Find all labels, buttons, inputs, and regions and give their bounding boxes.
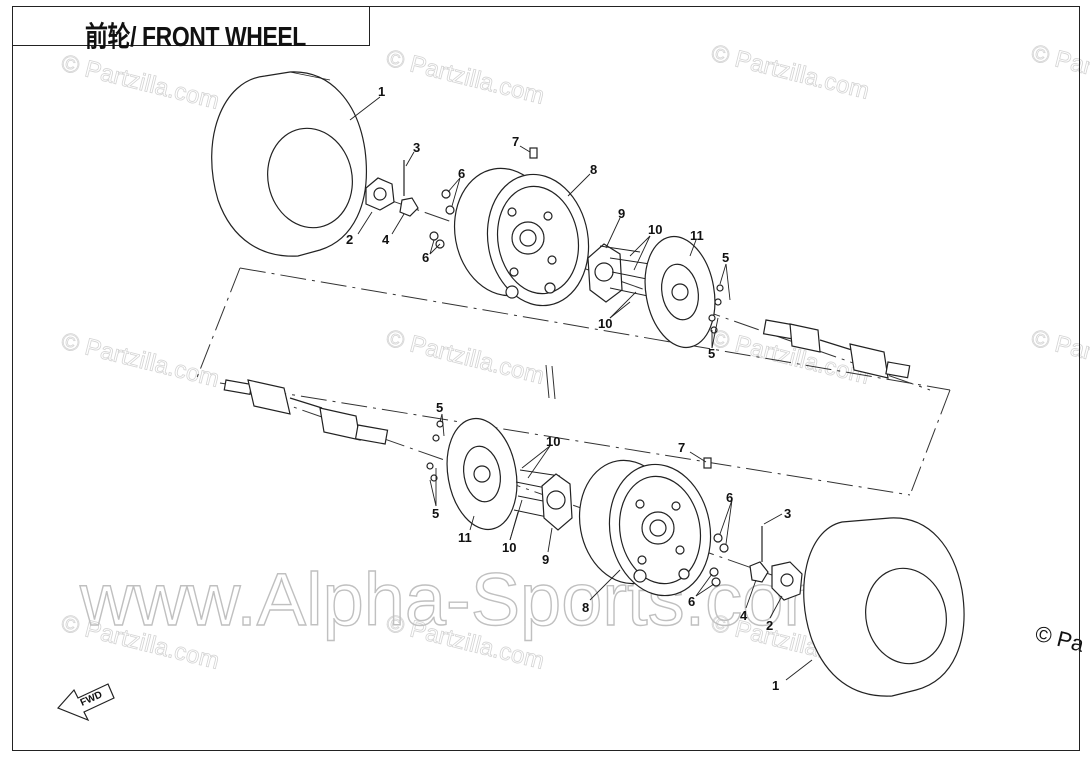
callout-6: 6 [726, 490, 733, 505]
callout-5: 5 [432, 506, 439, 521]
upper-assembly [211, 71, 911, 379]
lower-tire [803, 517, 965, 697]
callout-6: 6 [422, 250, 429, 265]
callout-3: 3 [784, 506, 791, 521]
callout-5: 5 [436, 400, 443, 415]
lower-hub-cap [749, 526, 803, 601]
callout-10: 10 [546, 434, 560, 449]
callout-6: 6 [688, 594, 695, 609]
lower-wheel-rim [578, 459, 712, 597]
callout-4: 4 [382, 232, 390, 247]
callout-11: 11 [458, 530, 472, 545]
forward-direction-arrow: FWD [56, 683, 115, 722]
lower-brake-disc [446, 417, 518, 531]
lower-assembly [223, 379, 965, 697]
lower-drive-shaft [223, 379, 389, 445]
callout-8: 8 [590, 162, 597, 177]
upper-tire [211, 71, 367, 257]
callout-5: 5 [708, 346, 715, 361]
callout-labels: 1 2 3 4 6 6 7 8 9 10 10 11 5 5 5 5 10 10… [346, 84, 791, 693]
upper-valve-bolt [529, 147, 538, 159]
callout-11: 11 [690, 228, 704, 243]
page-title: 前轮/ FRONT WHEEL [85, 21, 306, 52]
upper-brake-disc [644, 235, 716, 349]
callout-2: 2 [346, 232, 353, 247]
leader-lines [349, 96, 813, 681]
upper-hub-cap [365, 160, 419, 217]
callout-7: 7 [512, 134, 519, 149]
callout-10: 10 [502, 540, 516, 555]
upper-wheel-rim [453, 167, 590, 307]
upper-lug-nuts [429, 189, 455, 249]
callout-4: 4 [740, 608, 748, 623]
callout-10: 10 [648, 222, 662, 237]
lower-hub [541, 473, 573, 531]
callout-3: 3 [413, 140, 420, 155]
lower-lug-nuts [709, 533, 729, 587]
title-box: 前轮/ FRONT WHEEL [12, 6, 370, 52]
lower-valve-bolt [703, 457, 712, 469]
callout-8: 8 [582, 600, 589, 615]
callout-1: 1 [772, 678, 779, 693]
callout-9: 9 [542, 552, 549, 567]
callout-7: 7 [678, 440, 685, 455]
callout-10: 10 [598, 316, 612, 331]
upper-drive-shaft [762, 319, 911, 379]
break-marks [545, 364, 556, 400]
callout-1: 1 [378, 84, 385, 99]
callout-6: 6 [458, 166, 465, 181]
callout-2: 2 [766, 618, 773, 633]
drawing-frame [12, 6, 1080, 751]
callout-5: 5 [722, 250, 729, 265]
callout-9: 9 [618, 206, 625, 221]
